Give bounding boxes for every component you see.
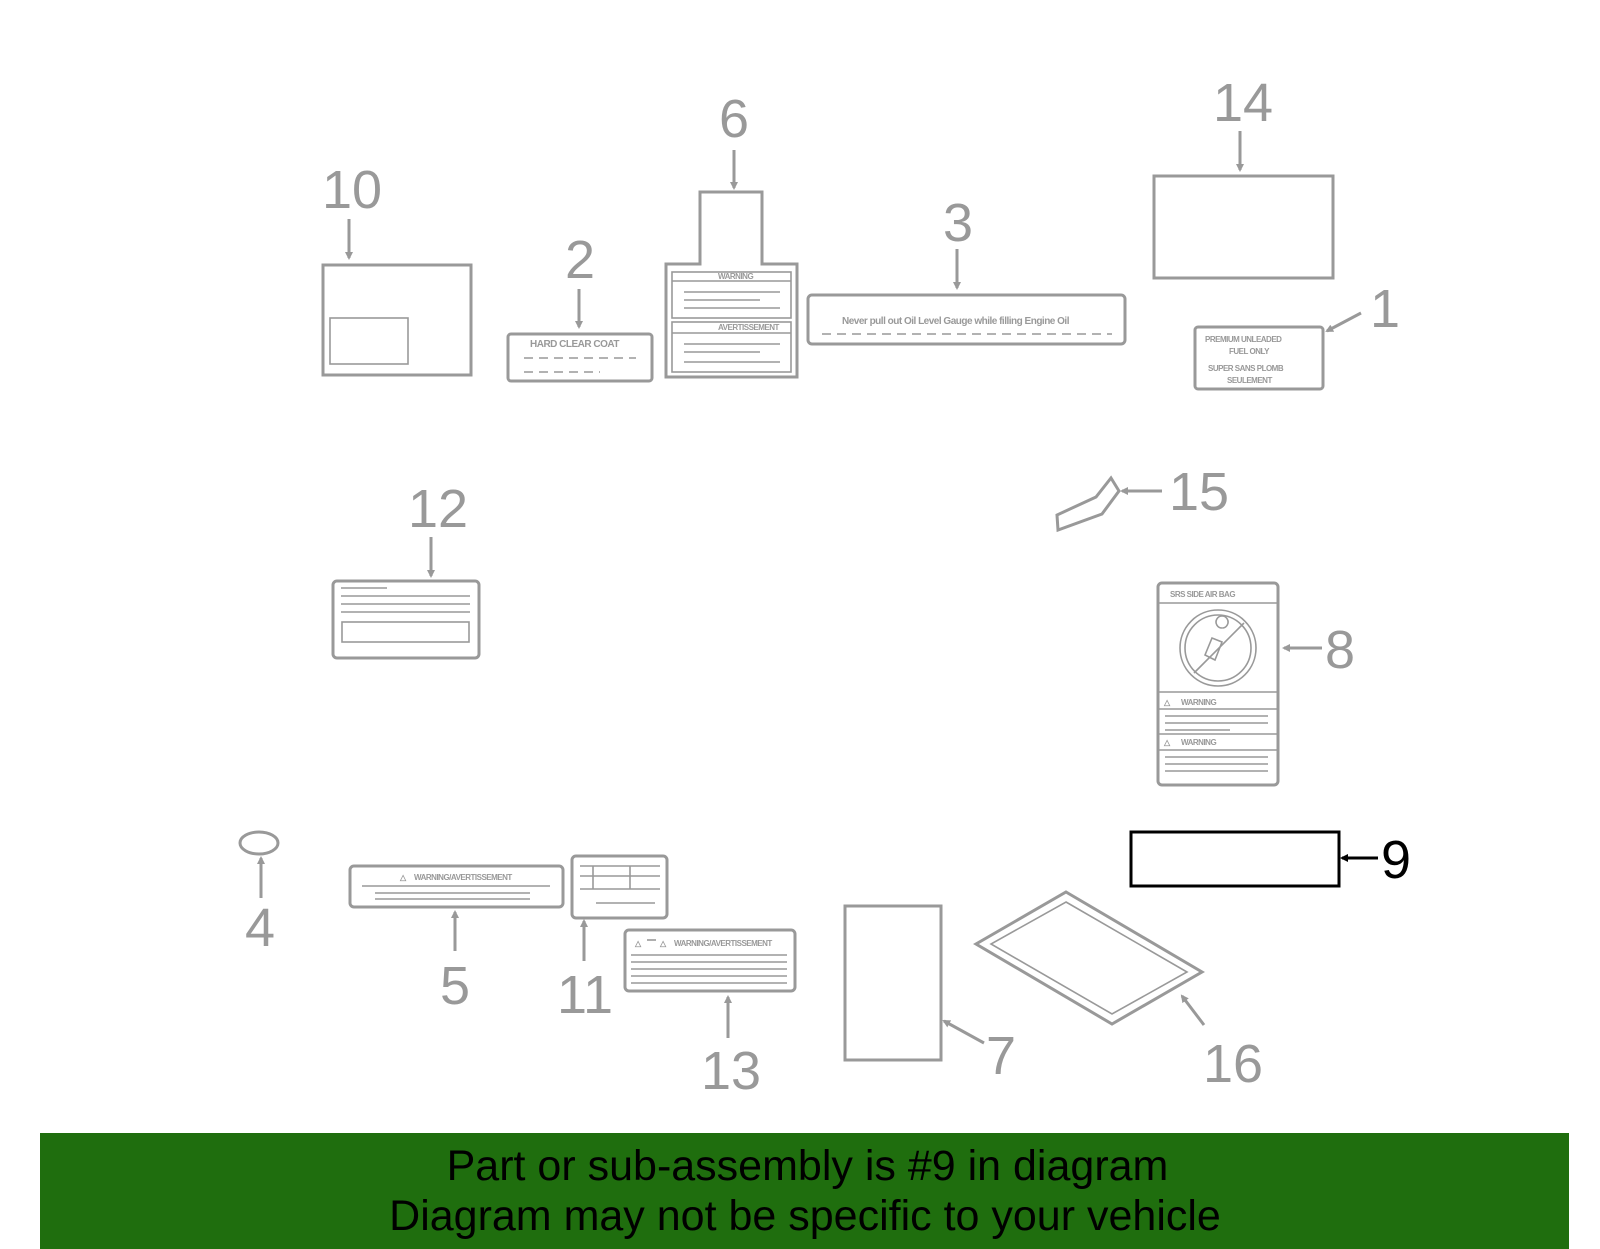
- part-10-label-sticker[interactable]: [321, 263, 473, 377]
- part-13-warning-icon-b: △: [659, 939, 667, 948]
- part-11-table-label[interactable]: [570, 854, 669, 920]
- part-5-warning-icon: △: [399, 873, 407, 882]
- part-7-label-sticker[interactable]: [843, 904, 943, 1062]
- part-12-label-sticker[interactable]: [331, 579, 481, 660]
- callout-13[interactable]: 13: [701, 1041, 761, 1101]
- part-4-clip[interactable]: [238, 830, 280, 856]
- part-8-warning-b: WARNING: [1181, 738, 1216, 747]
- arrow-16: [1180, 994, 1206, 1026]
- callout-12[interactable]: 12: [408, 479, 468, 539]
- part-8-srs-airbag-label[interactable]: SRS SIDE AIR BAG △ WARNING △ WARNING: [1156, 581, 1280, 787]
- callout-3[interactable]: 3: [943, 193, 973, 253]
- part-8-warning-b-icon: △: [1163, 738, 1171, 747]
- part-1-line2: FUEL ONLY: [1229, 347, 1270, 356]
- part-3-text: Never pull out Oil Level Gauge while fil…: [842, 316, 1070, 327]
- info-banner: Part or sub-assembly is #9 in diagram Di…: [40, 1133, 1569, 1249]
- callout-10[interactable]: 10: [322, 160, 382, 220]
- callout-14[interactable]: 14: [1213, 73, 1273, 133]
- part-16-manual-pad[interactable]: [973, 890, 1205, 1026]
- callout-8[interactable]: 8: [1325, 620, 1355, 680]
- banner-line-2: Diagram may not be specific to your vehi…: [389, 1192, 1221, 1240]
- part-8-warning-a-icon: △: [1163, 698, 1171, 707]
- callout-9[interactable]: 9: [1381, 830, 1411, 890]
- callout-5[interactable]: 5: [440, 956, 470, 1016]
- parts-diagram: 10 HARD CLEAR COAT 2 WARNING AVERTISSEME…: [238, 73, 1411, 1101]
- callout-15[interactable]: 15: [1169, 462, 1229, 522]
- callout-4[interactable]: 4: [245, 898, 275, 958]
- part-1-line4: SEULEMENT: [1227, 376, 1272, 385]
- part-1-line1: PREMIUM UNLEADED: [1205, 335, 1282, 344]
- part-6-warning-label[interactable]: WARNING AVERTISSEMENT: [664, 190, 799, 379]
- banner-line-1: Part or sub-assembly is #9 in diagram: [446, 1142, 1169, 1190]
- part-1-fuel-label[interactable]: PREMIUM UNLEADED FUEL ONLY SUPER SANS PL…: [1193, 325, 1325, 391]
- part-5-text: WARNING/AVERTISSEMENT: [414, 873, 512, 882]
- part-1-line3: SUPER SANS PLOMB: [1208, 364, 1284, 373]
- callout-6[interactable]: 6: [719, 89, 749, 149]
- callout-16[interactable]: 16: [1203, 1034, 1263, 1094]
- part-8-title: SRS SIDE AIR BAG: [1170, 590, 1235, 599]
- arrow-7: [942, 1019, 985, 1045]
- part-13-text: WARNING/AVERTISSEMENT: [674, 939, 772, 948]
- part-14-label-sticker[interactable]: [1152, 174, 1335, 280]
- arrow-1: [1325, 311, 1362, 333]
- part-6-warning-b: AVERTISSEMENT: [718, 323, 780, 332]
- callout-1[interactable]: 1: [1370, 279, 1400, 339]
- callout-7[interactable]: 7: [986, 1026, 1016, 1086]
- part-2-text: HARD CLEAR COAT: [530, 339, 619, 350]
- part-2-clear-coat-label[interactable]: HARD CLEAR COAT: [506, 332, 654, 383]
- part-5-warning-label[interactable]: △ WARNING/AVERTISSEMENT: [348, 864, 565, 909]
- part-13-warning-icon-a: △: [634, 939, 642, 948]
- part-3-oil-notice-label[interactable]: Never pull out Oil Level Gauge while fil…: [806, 293, 1127, 346]
- part-15-small-label[interactable]: [1055, 475, 1121, 533]
- callout-2[interactable]: 2: [565, 230, 595, 290]
- callout-11[interactable]: 11: [557, 965, 613, 1025]
- part-6-warning-a: WARNING: [718, 272, 753, 281]
- part-13-warning-label[interactable]: △ △ WARNING/AVERTISSEMENT: [623, 928, 797, 993]
- part-9-label-sticker-highlighted[interactable]: [1129, 830, 1341, 888]
- part-8-warning-a: WARNING: [1181, 698, 1216, 707]
